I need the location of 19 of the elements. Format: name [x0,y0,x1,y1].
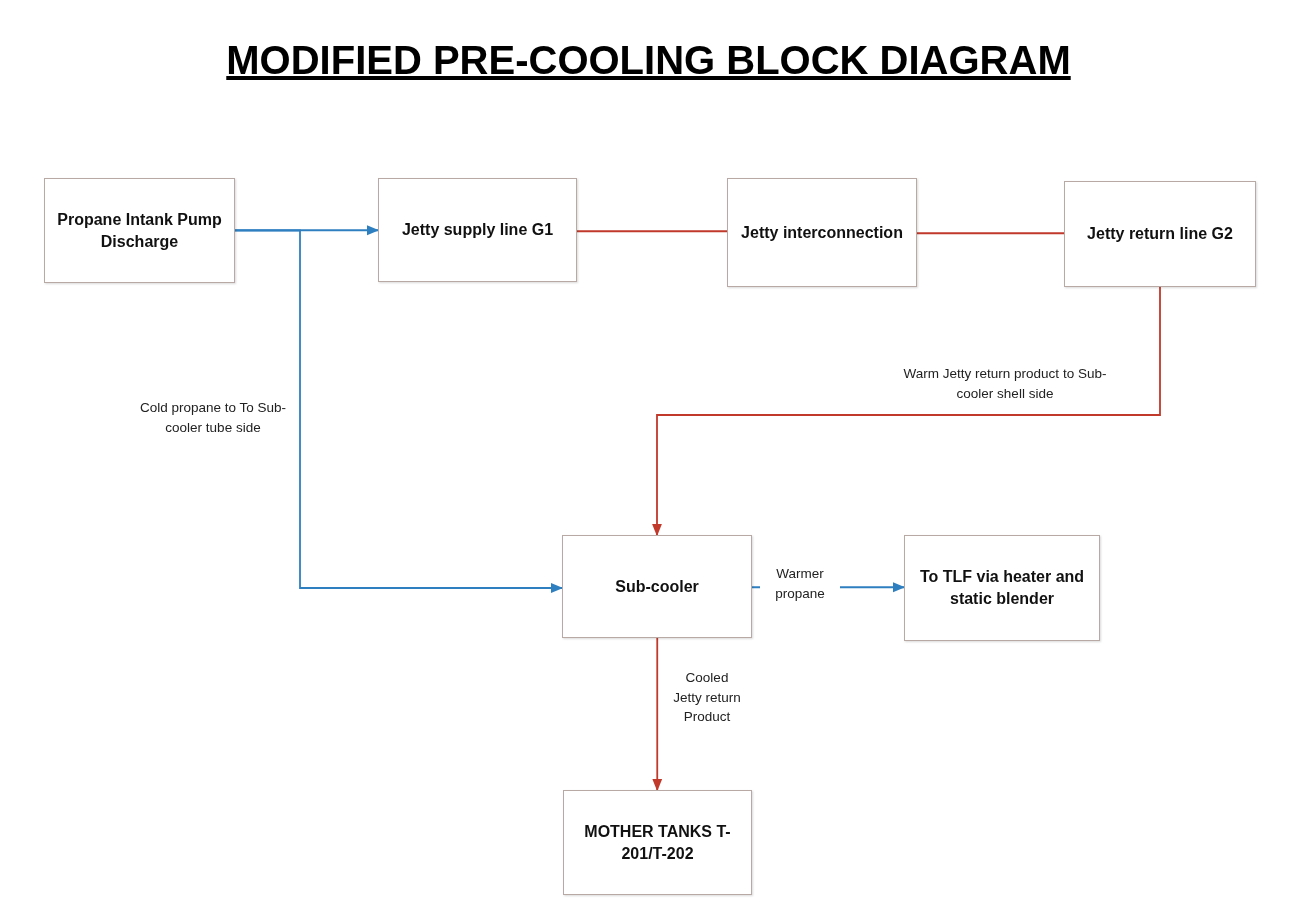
box-label: Propane Intank Pump Discharge [56,209,223,252]
process-box [44,178,235,283]
box-label: MOTHER TANKS T-201/T-202 [583,821,732,864]
arrow [652,637,663,792]
process-box [562,535,752,638]
box-label: Jetty supply line G1 [401,220,554,241]
arrow [234,229,564,594]
process-box [727,178,917,287]
box-label: Jetty return line G2 [1087,224,1233,245]
process-box [1064,181,1256,287]
box-label: Sub-cooler [615,576,699,597]
arrow [234,225,380,236]
process-box [904,535,1100,641]
box-label: To TLF via heater and static blender [918,567,1086,609]
process-box [563,790,752,895]
process-box [378,178,577,282]
box-label: Jetty interconnection [741,222,903,243]
arrow [651,286,1161,537]
diagram-title: MODIFIED PRE-COOLING BLOCK DIAGRAM [225,38,1072,83]
